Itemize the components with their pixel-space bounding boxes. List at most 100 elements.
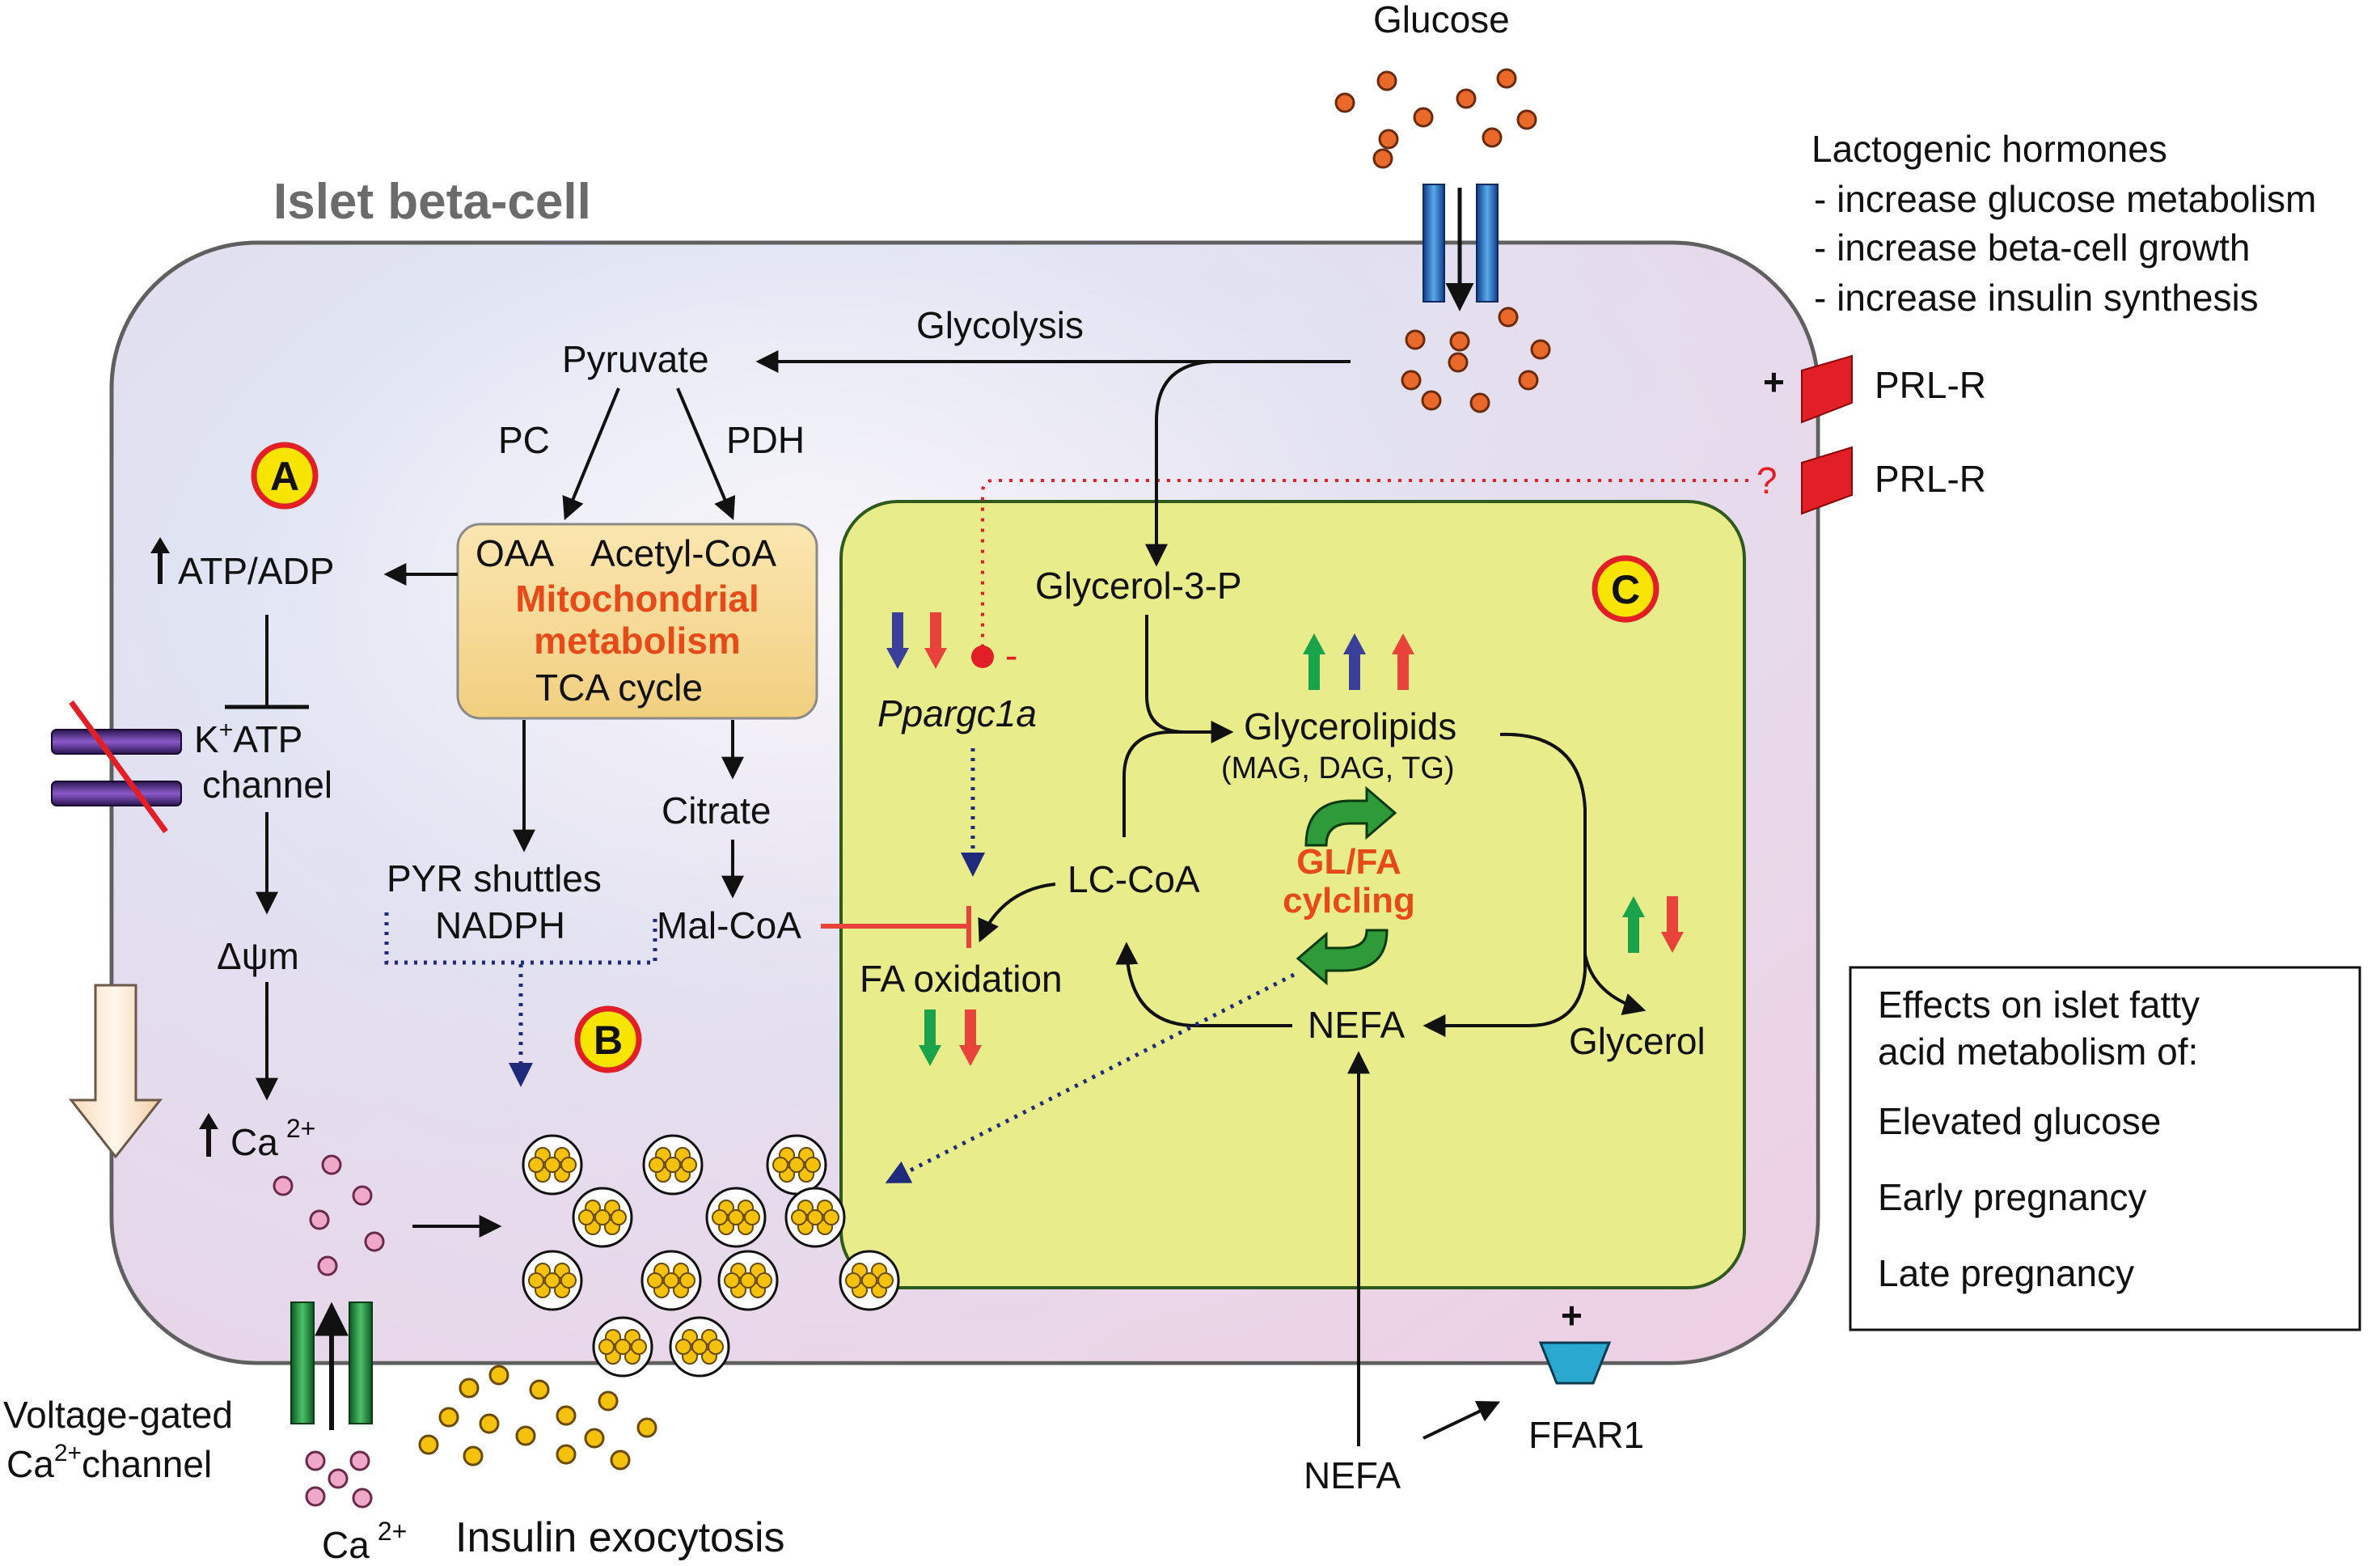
- pc-label: PC: [498, 419, 550, 461]
- nefa-outer-label: NEFA: [1304, 1454, 1401, 1496]
- calcium-ions-inside: [273, 1154, 385, 1276]
- glycerol-label: Glycerol: [1569, 1020, 1706, 1062]
- citrate-label: Citrate: [662, 789, 771, 832]
- nefa-inner-label: NEFA: [1308, 1004, 1405, 1046]
- legend-box: [1849, 966, 2361, 1331]
- legend-item-glucose: Elevated glucose: [1878, 1100, 2161, 1142]
- gl-fa-label-2: cylcling: [1283, 881, 1415, 921]
- glycolysis-label: Glycolysis: [916, 304, 1084, 346]
- mitochondria-box: [456, 523, 818, 720]
- badge-a: A: [251, 442, 319, 510]
- pdh-label: PDH: [726, 419, 805, 461]
- tca-label: TCA cycle: [535, 667, 703, 709]
- insulin-granule: [717, 1250, 779, 1311]
- fa-ox-late-down-arrow: [959, 1009, 982, 1066]
- legend-title-1: Effects on islet fatty: [1878, 984, 2200, 1026]
- vgcc-label-1: Voltage-gated: [3, 1394, 233, 1436]
- prl-r-label-1: PRL-R: [1875, 364, 1986, 406]
- nadph-label: NADPH: [435, 904, 565, 946]
- glucose-molecules-inside: [1401, 307, 1551, 413]
- voltage-gated-ca-channel: [290, 1301, 373, 1430]
- gl-fa-label-1: GL/FA: [1296, 842, 1401, 882]
- insulin-granule: [669, 1316, 730, 1378]
- nefa-ffar1-arrow: [1423, 1401, 1501, 1440]
- fa-oxidation-label: FA oxidation: [860, 958, 1063, 1000]
- insulin-granule: [640, 1250, 702, 1311]
- oaa-label: OAA: [476, 532, 554, 574]
- glycerol3p-label: Glycerol-3-P: [1035, 565, 1242, 607]
- glycerolipids-late-up-arrow: [1392, 633, 1414, 690]
- insulin-granule: [522, 1134, 583, 1196]
- insulin-exocytosis-label: Insulin exocytosis: [455, 1514, 785, 1561]
- atp-up-arrow: [150, 537, 170, 584]
- prl-question: ?: [1756, 459, 1778, 502]
- hormone-effect-3: - increase insulin synthesis: [1814, 277, 2259, 319]
- pc-arrow: [562, 387, 620, 521]
- badge-b: B: [574, 1005, 642, 1073]
- calcium-ions-outside: [305, 1450, 373, 1509]
- lc-coa-label: LC-CoA: [1067, 858, 1200, 900]
- insulin-granule: [522, 1250, 583, 1311]
- svg-text:A: A: [270, 454, 299, 499]
- insulin-granule: [592, 1316, 653, 1378]
- prl-r-label-2: PRL-R: [1875, 458, 1986, 500]
- depolarization-arrow: [68, 984, 163, 1159]
- insulin-granule: [784, 1187, 846, 1248]
- prl-receptor-1: [1801, 354, 1853, 424]
- katp-label: K+ATP: [194, 717, 302, 760]
- legend-title-2: acid metabolism of:: [1878, 1031, 2198, 1073]
- glycerol-glucose-up-arrow: [1622, 896, 1645, 953]
- cell-title: Islet beta-cell: [273, 174, 591, 230]
- pdh-arrow: [676, 387, 736, 521]
- acetyl-coa-label: Acetyl-CoA: [590, 532, 776, 574]
- badge-c: C: [1592, 555, 1659, 623]
- glucose-transporter: [1423, 184, 1499, 311]
- ffar1-receptor: [1538, 1341, 1612, 1385]
- glycerolipids-label: Glycerolipids: [1244, 705, 1456, 747]
- insulin-granule: [572, 1187, 633, 1248]
- katp-channel-label: channel: [202, 764, 332, 806]
- ffar1-label: FFAR1: [1528, 1414, 1644, 1456]
- glucose-molecules-outside: [1334, 68, 1537, 169]
- glycerolipids-glycerol-arrow: [1583, 954, 1647, 1015]
- ppargc1a-early-down-arrow: [886, 612, 909, 669]
- atp-adp-label: ATP/ADP: [178, 550, 334, 592]
- katp-channel: [51, 700, 182, 834]
- nefa-lccoa-arrow: [1115, 942, 1292, 1027]
- glycerol-late-down-arrow: [1661, 896, 1684, 953]
- cycling-arrows: [1296, 785, 1397, 986]
- insulin-granules: [522, 1134, 900, 1378]
- mal-coa-label: Mal-CoA: [657, 904, 801, 946]
- legend-item-early: Early pregnancy: [1878, 1176, 2146, 1218]
- hormones-heading: Lactogenic hormones: [1811, 128, 2167, 170]
- glucose-label: Glucose: [1373, 0, 1510, 40]
- mito-label-2: metabolism: [534, 620, 741, 662]
- insulin-granule: [839, 1250, 900, 1311]
- ca-up-arrow: [199, 1113, 218, 1157]
- pyruvate-label: Pyruvate: [562, 338, 709, 380]
- delta-psi-label: Δψm: [217, 935, 299, 977]
- insulin-granule: [705, 1187, 767, 1248]
- ffar1-plus: +: [1561, 1294, 1583, 1336]
- ppargc1a-label: Ppargc1a: [877, 692, 1037, 734]
- glycerolipids-sub-label: (MAG, DAG, TG): [1221, 751, 1455, 785]
- glycerolipids-early-up-arrow: [1343, 633, 1366, 690]
- pyr-shuttles-label: PYR shuttles: [387, 857, 602, 899]
- svg-text:B: B: [594, 1018, 623, 1063]
- svg-text:C: C: [1611, 567, 1640, 612]
- prl-receptor-2: [1801, 446, 1853, 515]
- vgcc-label-2: Ca2+channel: [6, 1440, 212, 1485]
- glycerol3p-branch: [1145, 360, 1214, 567]
- glycerolipids-glucose-up-arrow: [1303, 633, 1325, 690]
- insulin-granule: [642, 1134, 704, 1196]
- shuttles-dotted-bracket: [384, 912, 657, 965]
- lccoa-glycerolipids-arrow: [1122, 730, 1229, 837]
- ppargc1a-late-down-arrow: [924, 612, 947, 669]
- fa-ox-glucose-down-arrow: [919, 1009, 941, 1066]
- glycerolipids-nefa-arrow: [1423, 732, 1587, 1037]
- insulin-granule: [766, 1134, 827, 1196]
- inhibition-minus: -: [1005, 634, 1017, 676]
